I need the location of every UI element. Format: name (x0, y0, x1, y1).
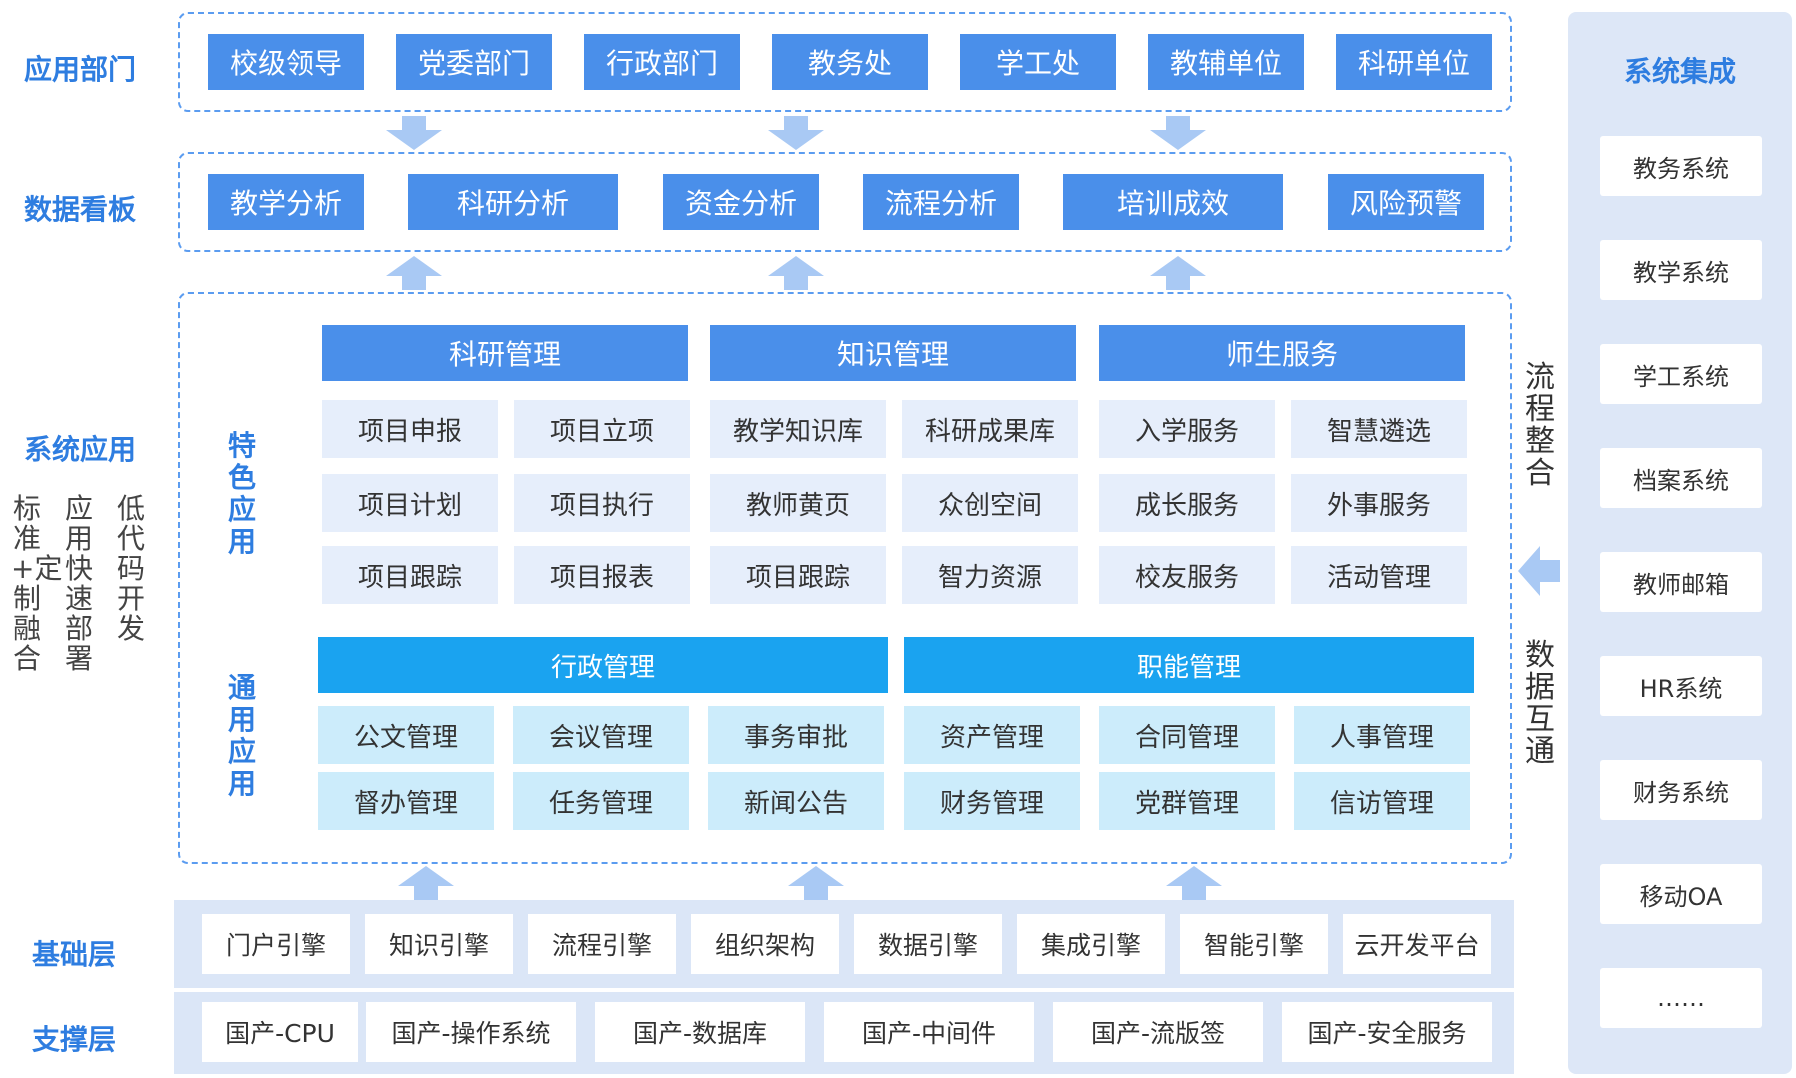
note-fast-deploy: 应用快速部署 (64, 492, 93, 675)
general-app-item[interactable]: 合同管理 (1099, 706, 1275, 764)
base-engine-item[interactable]: 智能引擎 (1180, 914, 1328, 974)
special-app-item[interactable]: 科研成果库 (902, 400, 1078, 458)
dashboard-button[interactable]: 流程分析 (863, 174, 1019, 230)
special-app-item[interactable]: 外事服务 (1291, 474, 1467, 532)
support-item[interactable]: 国产-操作系统 (366, 1002, 576, 1062)
general-app-item[interactable]: 财务管理 (904, 772, 1080, 830)
support-item[interactable]: 国产-CPU (202, 1002, 358, 1062)
dashboard-button[interactable]: 培训成效 (1063, 174, 1283, 230)
general-app-item[interactable]: 党群管理 (1099, 772, 1275, 830)
arrow-down-icon (768, 116, 824, 150)
dept-button[interactable]: 行政部门 (584, 34, 740, 90)
arrow-up-icon (1166, 866, 1222, 900)
integration-system-item[interactable]: 教师邮箱 (1600, 552, 1762, 612)
general-app-item[interactable]: 信访管理 (1294, 772, 1470, 830)
special-app-item[interactable]: 教学知识库 (710, 400, 886, 458)
layer-label-system-app: 系统应用 (24, 433, 137, 466)
integration-system-item[interactable]: 档案系统 (1600, 448, 1762, 508)
special-app-item[interactable]: 成长服务 (1099, 474, 1275, 532)
integration-system-item[interactable]: 财务系统 (1600, 760, 1762, 820)
special-app-item[interactable]: 项目跟踪 (710, 546, 886, 604)
app-dept-container (178, 12, 1512, 112)
arrow-up-icon (398, 866, 454, 900)
special-app-item[interactable]: 项目执行 (514, 474, 690, 532)
general-group-header: 职能管理 (904, 637, 1474, 693)
integration-system-item[interactable]: 移动OA (1600, 864, 1762, 924)
layer-label-app-dept: 应用部门 (24, 53, 137, 86)
base-engine-item[interactable]: 知识引擎 (365, 914, 513, 974)
special-app-item[interactable]: 项目计划 (322, 474, 498, 532)
base-engine-item[interactable]: 组织架构 (691, 914, 839, 974)
integration-system-item[interactable]: 学工系统 (1600, 344, 1762, 404)
dashboard-button[interactable]: 风险预警 (1328, 174, 1484, 230)
note-standard-custom: 标准+定制融合 (11, 492, 63, 675)
dept-button[interactable]: 校级领导 (208, 34, 364, 90)
special-app-item[interactable]: 智慧遴选 (1291, 400, 1467, 458)
general-app-item[interactable]: 任务管理 (513, 772, 689, 830)
general-app-item[interactable]: 事务审批 (708, 706, 884, 764)
general-app-item[interactable]: 资产管理 (904, 706, 1080, 764)
special-app-label: 特色应用 (227, 429, 256, 558)
base-engine-item[interactable]: 数据引擎 (854, 914, 1002, 974)
dept-button[interactable]: 教务处 (772, 34, 928, 90)
general-app-item[interactable]: 人事管理 (1294, 706, 1470, 764)
layer-label-dashboard: 数据看板 (24, 193, 137, 226)
special-group-header: 知识管理 (710, 325, 1076, 381)
integration-system-item[interactable]: …… (1600, 968, 1762, 1028)
integration-system-item[interactable]: 教学系统 (1600, 240, 1762, 300)
dashboard-button[interactable]: 教学分析 (208, 174, 364, 230)
support-item[interactable]: 国产-安全服务 (1282, 1002, 1492, 1062)
arrow-up-icon (386, 256, 442, 290)
arrow-up-icon (788, 866, 844, 900)
base-engine-item[interactable]: 门户引擎 (202, 914, 350, 974)
dept-button[interactable]: 党委部门 (396, 34, 552, 90)
special-app-item[interactable]: 项目报表 (514, 546, 690, 604)
arrow-down-icon (386, 116, 442, 150)
base-engine-item[interactable]: 集成引擎 (1017, 914, 1165, 974)
integration-system-item[interactable]: HR系统 (1600, 656, 1762, 716)
special-app-item[interactable]: 教师黄页 (710, 474, 886, 532)
support-item[interactable]: 国产-数据库 (595, 1002, 805, 1062)
dept-button[interactable]: 科研单位 (1336, 34, 1492, 90)
arrow-left-icon (1518, 546, 1560, 596)
general-app-item[interactable]: 新闻公告 (708, 772, 884, 830)
integration-title: 系统集成 (1623, 55, 1736, 88)
special-app-item[interactable]: 智力资源 (902, 546, 1078, 604)
special-app-item[interactable]: 众创空间 (902, 474, 1078, 532)
general-app-item[interactable]: 公文管理 (318, 706, 494, 764)
special-app-item[interactable]: 项目跟踪 (322, 546, 498, 604)
label-process-integration: 流程整合 (1525, 360, 1555, 491)
special-app-item[interactable]: 项目申报 (322, 400, 498, 458)
dept-button[interactable]: 学工处 (960, 34, 1116, 90)
arrow-up-icon (768, 256, 824, 290)
general-app-item[interactable]: 会议管理 (513, 706, 689, 764)
special-app-item[interactable]: 校友服务 (1099, 546, 1275, 604)
general-app-label: 通用应用 (227, 671, 256, 800)
base-engine-item[interactable]: 流程引擎 (528, 914, 676, 974)
dashboard-button[interactable]: 资金分析 (663, 174, 819, 230)
layer-label-support: 支撑层 (32, 1023, 117, 1056)
dashboard-container (178, 152, 1512, 252)
arrow-up-icon (1150, 256, 1206, 290)
integration-system-item[interactable]: 教务系统 (1600, 136, 1762, 196)
general-group-header: 行政管理 (318, 637, 888, 693)
special-app-item[interactable]: 入学服务 (1099, 400, 1275, 458)
system-app-container (178, 292, 1512, 864)
special-app-item[interactable]: 项目立项 (514, 400, 690, 458)
support-item[interactable]: 国产-中间件 (824, 1002, 1034, 1062)
special-group-header: 科研管理 (322, 325, 688, 381)
layer-label-base: 基础层 (32, 938, 117, 971)
arrow-down-icon (1150, 116, 1206, 150)
support-item[interactable]: 国产-流版签 (1053, 1002, 1263, 1062)
special-app-item[interactable]: 活动管理 (1291, 546, 1467, 604)
special-group-header: 师生服务 (1099, 325, 1465, 381)
dept-button[interactable]: 教辅单位 (1148, 34, 1304, 90)
general-app-item[interactable]: 督办管理 (318, 772, 494, 830)
note-low-code: 低代码开发 (116, 492, 145, 645)
dashboard-button[interactable]: 科研分析 (408, 174, 618, 230)
label-data-interop: 数据互通 (1525, 638, 1555, 769)
base-engine-item[interactable]: 云开发平台 (1343, 914, 1491, 974)
